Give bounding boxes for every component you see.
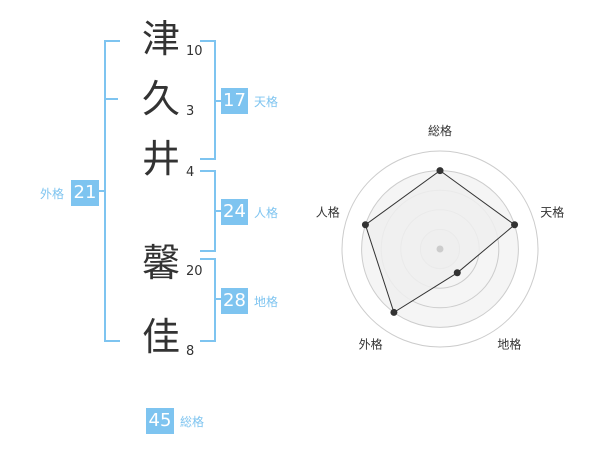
chikaku-bracket bbox=[200, 258, 216, 342]
radar-point-5 bbox=[361, 221, 369, 229]
soukaku-label: 総格 bbox=[180, 415, 205, 429]
gaikaku-label: 外格 bbox=[40, 187, 65, 201]
radar-center-dot bbox=[436, 245, 444, 253]
radar-point-1 bbox=[436, 167, 444, 175]
radar-area bbox=[364, 169, 516, 314]
jinkaku-connector bbox=[214, 210, 222, 212]
name-char-3: 井 bbox=[141, 137, 180, 181]
radar-axis-label-2: 天格 bbox=[540, 205, 564, 220]
name-char-5: 佳 bbox=[141, 315, 180, 359]
radar-axis-label-5: 人格 bbox=[316, 205, 340, 220]
radar-axis-label-3: 地格 bbox=[497, 337, 521, 352]
jinkaku-label: 人格 bbox=[254, 206, 279, 220]
radar-axis-label-4: 外格 bbox=[359, 337, 383, 352]
radar-point-3 bbox=[453, 269, 461, 277]
chikaku-score-badge: 28 bbox=[221, 288, 248, 314]
name-char-2: 久 bbox=[141, 77, 180, 121]
stroke-count-4: 20 bbox=[186, 264, 203, 279]
chikaku-label: 地格 bbox=[254, 295, 279, 309]
stroke-count-1: 10 bbox=[186, 44, 203, 59]
stroke-count-3: 4 bbox=[186, 165, 195, 180]
gaikaku-bracket-mid-tick bbox=[104, 98, 118, 100]
gaikaku-connector bbox=[98, 190, 106, 192]
jinkaku-score-badge: 24 bbox=[221, 199, 248, 225]
radar-axis-label-1: 総格 bbox=[428, 123, 452, 138]
stroke-count-2: 3 bbox=[186, 104, 195, 119]
soukaku-score-badge: 45 bbox=[146, 408, 174, 434]
tenkaku-label: 天格 bbox=[254, 95, 279, 109]
tenkaku-connector bbox=[214, 100, 222, 102]
radar-point-2 bbox=[511, 221, 519, 229]
name-char-4: 馨 bbox=[141, 241, 180, 285]
chikaku-connector bbox=[214, 298, 222, 300]
radar-points bbox=[361, 167, 519, 316]
stroke-count-5: 8 bbox=[186, 344, 195, 359]
tenkaku-score-badge: 17 bbox=[221, 88, 248, 114]
gaikaku-score-badge: 21 bbox=[71, 180, 99, 206]
name-char-1: 津 bbox=[141, 17, 180, 61]
radar-point-4 bbox=[390, 308, 398, 316]
radar-ring-5 bbox=[341, 150, 539, 348]
